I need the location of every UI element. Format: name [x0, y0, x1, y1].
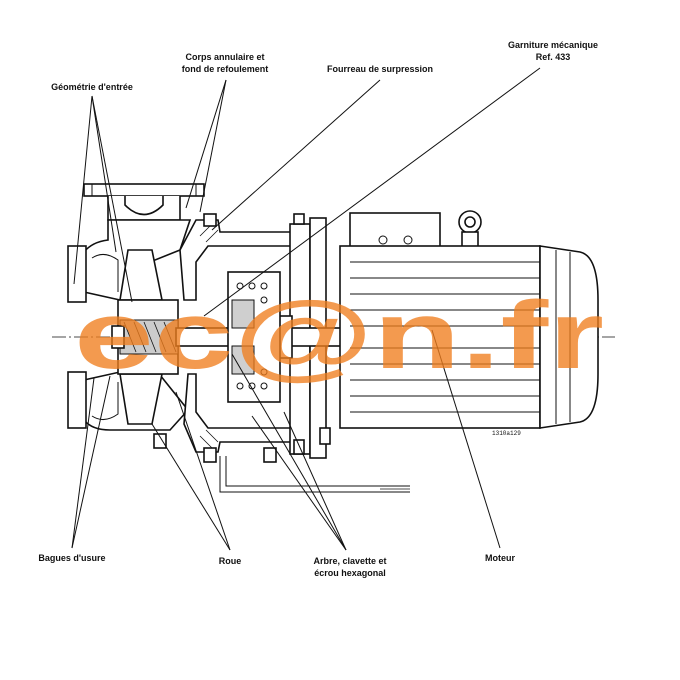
- bolts: [153, 213, 331, 463]
- discharge-flange: [83, 183, 205, 221]
- label-arbre-line1: Arbre, clavette et: [313, 556, 386, 566]
- label-corps-line1: Corps annulaire et: [185, 52, 264, 62]
- hex-nut: [111, 325, 125, 349]
- mechanical-seal: [227, 271, 281, 403]
- label-corps-line2: fond de refoulement: [182, 64, 269, 74]
- watermark-logo: ec@n.fr: [74, 282, 604, 389]
- label-garniture-line1: Garniture mécanique: [508, 40, 598, 50]
- label-geometrie: Géométrie d'entrée: [51, 82, 133, 92]
- drawing-code: 1310a129: [492, 430, 521, 437]
- label-moteur: Moteur: [485, 553, 515, 563]
- label-roue: Roue: [219, 556, 242, 566]
- leader-lines: [71, 67, 541, 551]
- label-fourreau: Fourreau de surpression: [327, 64, 433, 74]
- label-arbre-line2: écrou hexagonal: [314, 568, 386, 578]
- motor: [339, 210, 599, 429]
- label-bagues: Bagues d'usure: [38, 553, 105, 563]
- label-garniture-line2: Ref. 433: [536, 52, 571, 62]
- drain-pipe: [219, 456, 410, 493]
